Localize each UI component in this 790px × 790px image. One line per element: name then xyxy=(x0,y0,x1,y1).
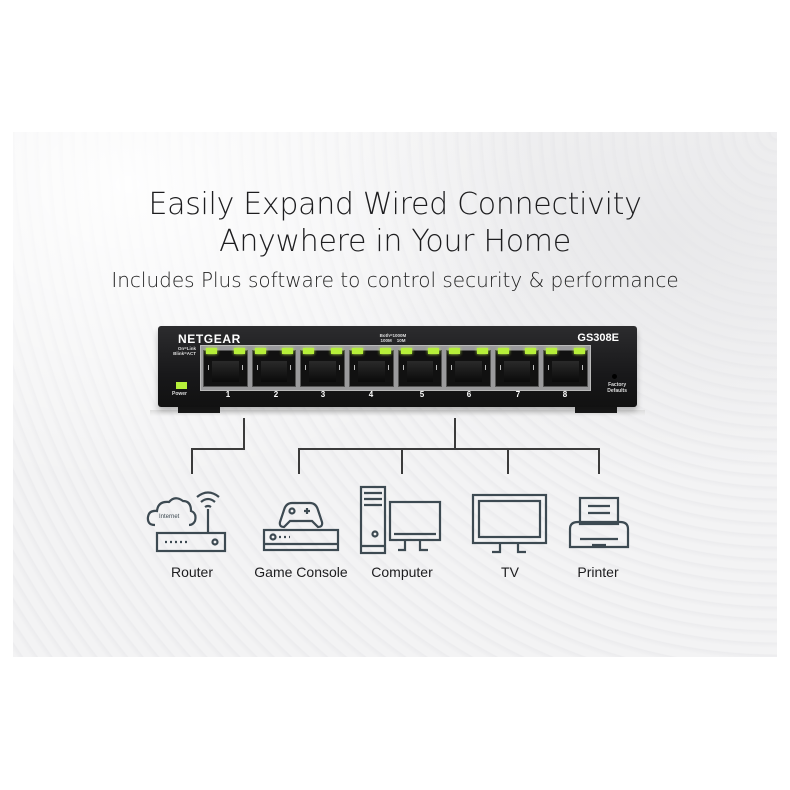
computer-icon xyxy=(359,485,442,555)
led-icon xyxy=(400,348,412,354)
game-console-icon xyxy=(262,501,340,552)
led-icon xyxy=(254,348,266,354)
led-icon xyxy=(233,348,245,354)
device-label-computer: Computer xyxy=(371,564,433,580)
switch-shadow xyxy=(150,410,645,416)
factory-reset-button[interactable] xyxy=(612,374,617,379)
led-icon xyxy=(497,348,509,354)
ethernet-port-5[interactable] xyxy=(397,348,443,387)
subtitle: Includes Plus software to control securi… xyxy=(111,268,679,292)
router-icon: Internet xyxy=(146,491,227,553)
led-icon xyxy=(449,348,461,354)
connector-line xyxy=(507,448,509,474)
connector-line xyxy=(401,448,403,474)
led-icon xyxy=(574,348,585,354)
port-number: 7 xyxy=(515,390,521,399)
speed-legend: Both=1000M 100M 10M xyxy=(379,333,407,343)
ethernet-port-1[interactable] xyxy=(203,348,248,387)
link-legend: On=Link Blink=ACT xyxy=(173,346,196,356)
ethernet-port-8[interactable] xyxy=(543,348,588,387)
switch-foot-left xyxy=(178,406,220,413)
device-label-game-console: Game Console xyxy=(254,564,348,580)
connector-line xyxy=(243,418,245,449)
switch-foot-right xyxy=(575,406,617,413)
connector-line xyxy=(191,448,245,450)
port-number: 8 xyxy=(562,390,568,399)
led-icon xyxy=(546,348,558,354)
led-icon xyxy=(379,348,391,354)
device-label-printer: Printer xyxy=(577,564,619,580)
connector-line xyxy=(191,448,193,474)
ethernet-port-4[interactable] xyxy=(348,348,394,387)
connector-line xyxy=(598,448,600,474)
connector-line xyxy=(298,448,300,474)
power-led-icon xyxy=(176,382,187,389)
port-bank xyxy=(200,345,591,391)
network-switch: NETGEAR GS308E On=Link Blink=ACT Both=10… xyxy=(158,326,637,407)
ethernet-port-7[interactable] xyxy=(494,348,540,387)
printer-icon xyxy=(568,496,630,549)
headline-line-2: Anywhere in Your Home xyxy=(219,224,571,259)
led-icon xyxy=(476,348,488,354)
led-icon xyxy=(282,348,294,354)
port-number: 4 xyxy=(368,390,374,399)
svg-text:Internet: Internet xyxy=(159,514,180,520)
led-icon xyxy=(351,348,363,354)
led-icon xyxy=(206,348,217,354)
port-number: 3 xyxy=(320,390,326,399)
tv-icon xyxy=(471,493,548,554)
port-number: 2 xyxy=(273,390,279,399)
model-label: GS308E xyxy=(577,332,619,344)
led-icon xyxy=(330,348,342,354)
led-icon xyxy=(303,348,315,354)
connector-line xyxy=(454,418,456,449)
factory-defaults-label: Factory Defaults xyxy=(607,382,627,394)
connector-line xyxy=(298,448,599,450)
led-icon xyxy=(525,348,537,354)
port-number: 5 xyxy=(419,390,425,399)
ethernet-port-3[interactable] xyxy=(300,348,345,387)
led-icon xyxy=(428,348,440,354)
brand-logo: NETGEAR xyxy=(178,332,241,346)
ethernet-port-6[interactable] xyxy=(446,348,491,387)
headline-line-1: Easily Expand Wired Connectivity xyxy=(148,187,642,222)
device-label-tv: TV xyxy=(501,564,519,580)
device-label-router: Router xyxy=(170,564,214,580)
power-label: Power xyxy=(172,391,188,397)
port-number: 1 xyxy=(225,390,231,399)
ethernet-port-2[interactable] xyxy=(251,348,297,387)
port-number: 6 xyxy=(466,390,472,399)
